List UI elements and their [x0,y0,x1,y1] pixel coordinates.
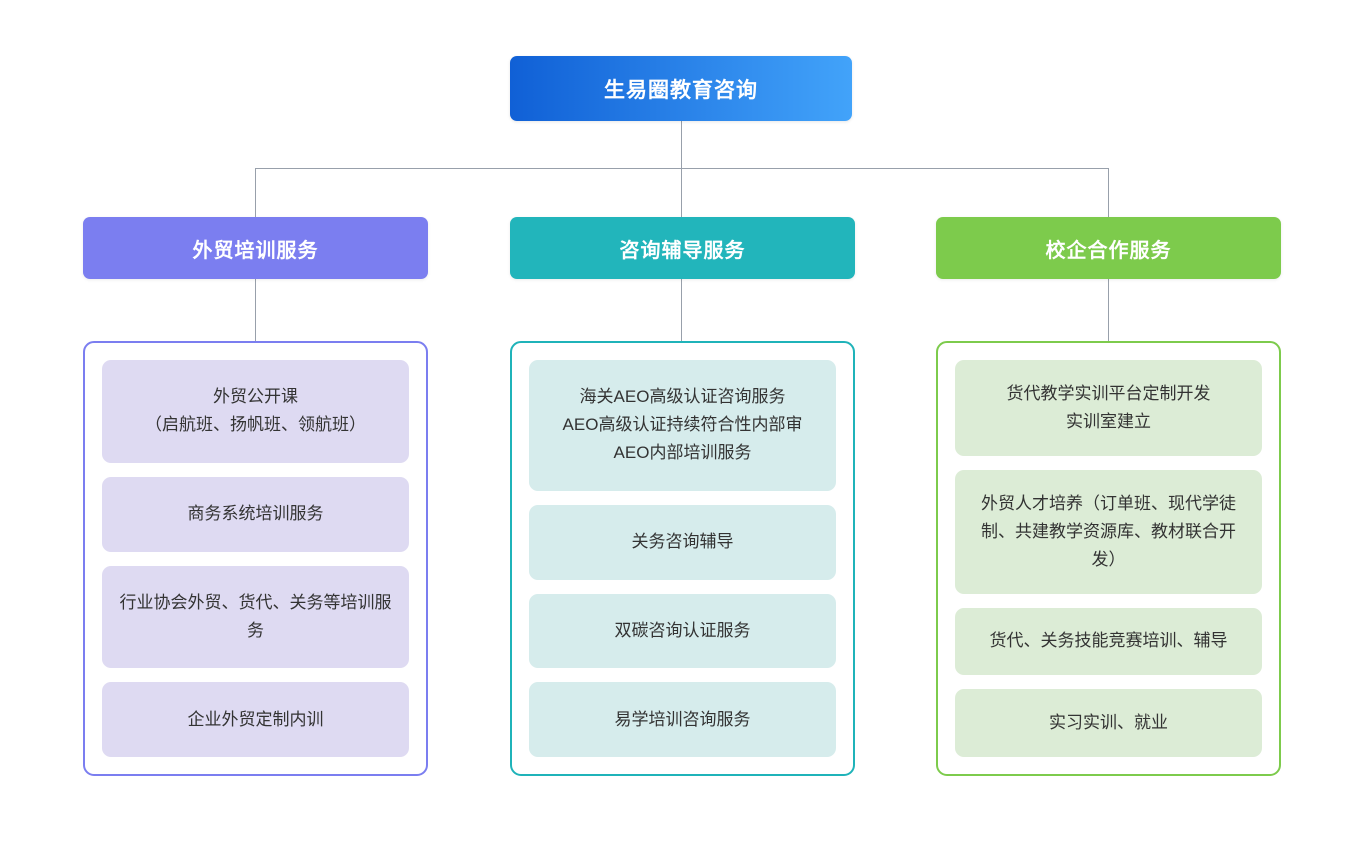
leaf-node[interactable]: 双碳咨询认证服务 [529,593,836,669]
leaf-node[interactable]: 海关AEO高级认证咨询服务 AEO高级认证持续符合性内部审 AEO内部培训服务 [529,360,836,491]
leaf-label: 海关AEO高级认证咨询服务 AEO高级认证持续符合性内部审 AEO内部培训服务 [562,387,803,463]
column-school-enterprise-cooperation: 校企合作服务 货代教学实训平台定制开发 实训室建立 外贸人才培养（订单班、现代学… [936,217,1281,776]
leaf-node[interactable]: 实习实训、就业 [955,689,1262,757]
column-body-0: 外贸公开课 （启航班、扬帆班、领航班） 商务系统培训服务 行业协会外贸、货代、关… [83,341,428,776]
root-node[interactable]: 生易圈教育咨询 [510,56,852,121]
leaf-label: 易学培训咨询服务 [614,709,751,729]
column-header-0[interactable]: 外贸培训服务 [83,217,428,279]
leaf-node[interactable]: 关务咨询辅导 [529,504,836,580]
leaf-node[interactable]: 货代、关务技能竞赛培训、辅导 [955,607,1262,676]
leaf-node[interactable]: 易学培训咨询服务 [529,682,836,757]
root-node-label: 生易圈教育咨询 [604,78,758,102]
connector-root-down [681,121,682,168]
leaf-label: 货代、关务技能竞赛培训、辅导 [989,631,1228,651]
leaf-node[interactable]: 外贸人才培养（订单班、现代学徒制、共建教学资源库、教材联合开发） [955,469,1262,594]
column-body-2: 货代教学实训平台定制开发 实训室建立 外贸人才培养（订单班、现代学徒制、共建教学… [936,341,1281,776]
connector-horizontal-bus [255,168,1108,169]
connector-header-to-body-0 [255,279,256,341]
column-header-1[interactable]: 咨询辅导服务 [510,217,855,279]
column-body-1: 海关AEO高级认证咨询服务 AEO高级认证持续符合性内部审 AEO内部培训服务 … [510,341,855,776]
leaf-node[interactable]: 商务系统培训服务 [102,476,409,552]
leaf-node[interactable]: 行业协会外贸、货代、关务等培训服务 [102,565,409,669]
column-foreign-trade-training: 外贸培训服务 外贸公开课 （启航班、扬帆班、领航班） 商务系统培训服务 行业协会… [83,217,428,776]
column-consulting-tutoring: 咨询辅导服务 海关AEO高级认证咨询服务 AEO高级认证持续符合性内部审 AEO… [510,217,855,776]
connector-branch-2 [1108,168,1109,217]
leaf-label: 行业协会外贸、货代、关务等培训服务 [119,592,392,640]
leaf-label: 实习实训、就业 [1049,713,1168,733]
leaf-node[interactable]: 企业外贸定制内训 [102,682,409,757]
leaf-label: 外贸公开课 （启航班、扬帆班、领航班） [145,387,366,435]
leaf-label: 商务系统培训服务 [187,504,324,524]
column-header-label-1: 咨询辅导服务 [619,239,746,262]
leaf-label: 双碳咨询认证服务 [614,620,751,640]
connector-branch-0 [255,168,256,217]
leaf-label: 外贸人才培养（订单班、现代学徒制、共建教学资源库、教材联合开发） [981,493,1236,569]
leaf-label: 货代教学实训平台定制开发 实训室建立 [1006,383,1211,431]
column-header-label-0: 外贸培训服务 [192,239,319,262]
column-header-2[interactable]: 校企合作服务 [936,217,1281,279]
leaf-label: 企业外贸定制内训 [187,709,324,729]
leaf-label: 关务咨询辅导 [631,532,734,552]
connector-branch-1 [681,168,682,217]
connector-header-to-body-1 [681,279,682,341]
connector-header-to-body-2 [1108,279,1109,341]
leaf-node[interactable]: 货代教学实训平台定制开发 实训室建立 [955,360,1262,456]
leaf-node[interactable]: 外贸公开课 （启航班、扬帆班、领航班） [102,360,409,463]
column-header-label-2: 校企合作服务 [1045,239,1172,262]
